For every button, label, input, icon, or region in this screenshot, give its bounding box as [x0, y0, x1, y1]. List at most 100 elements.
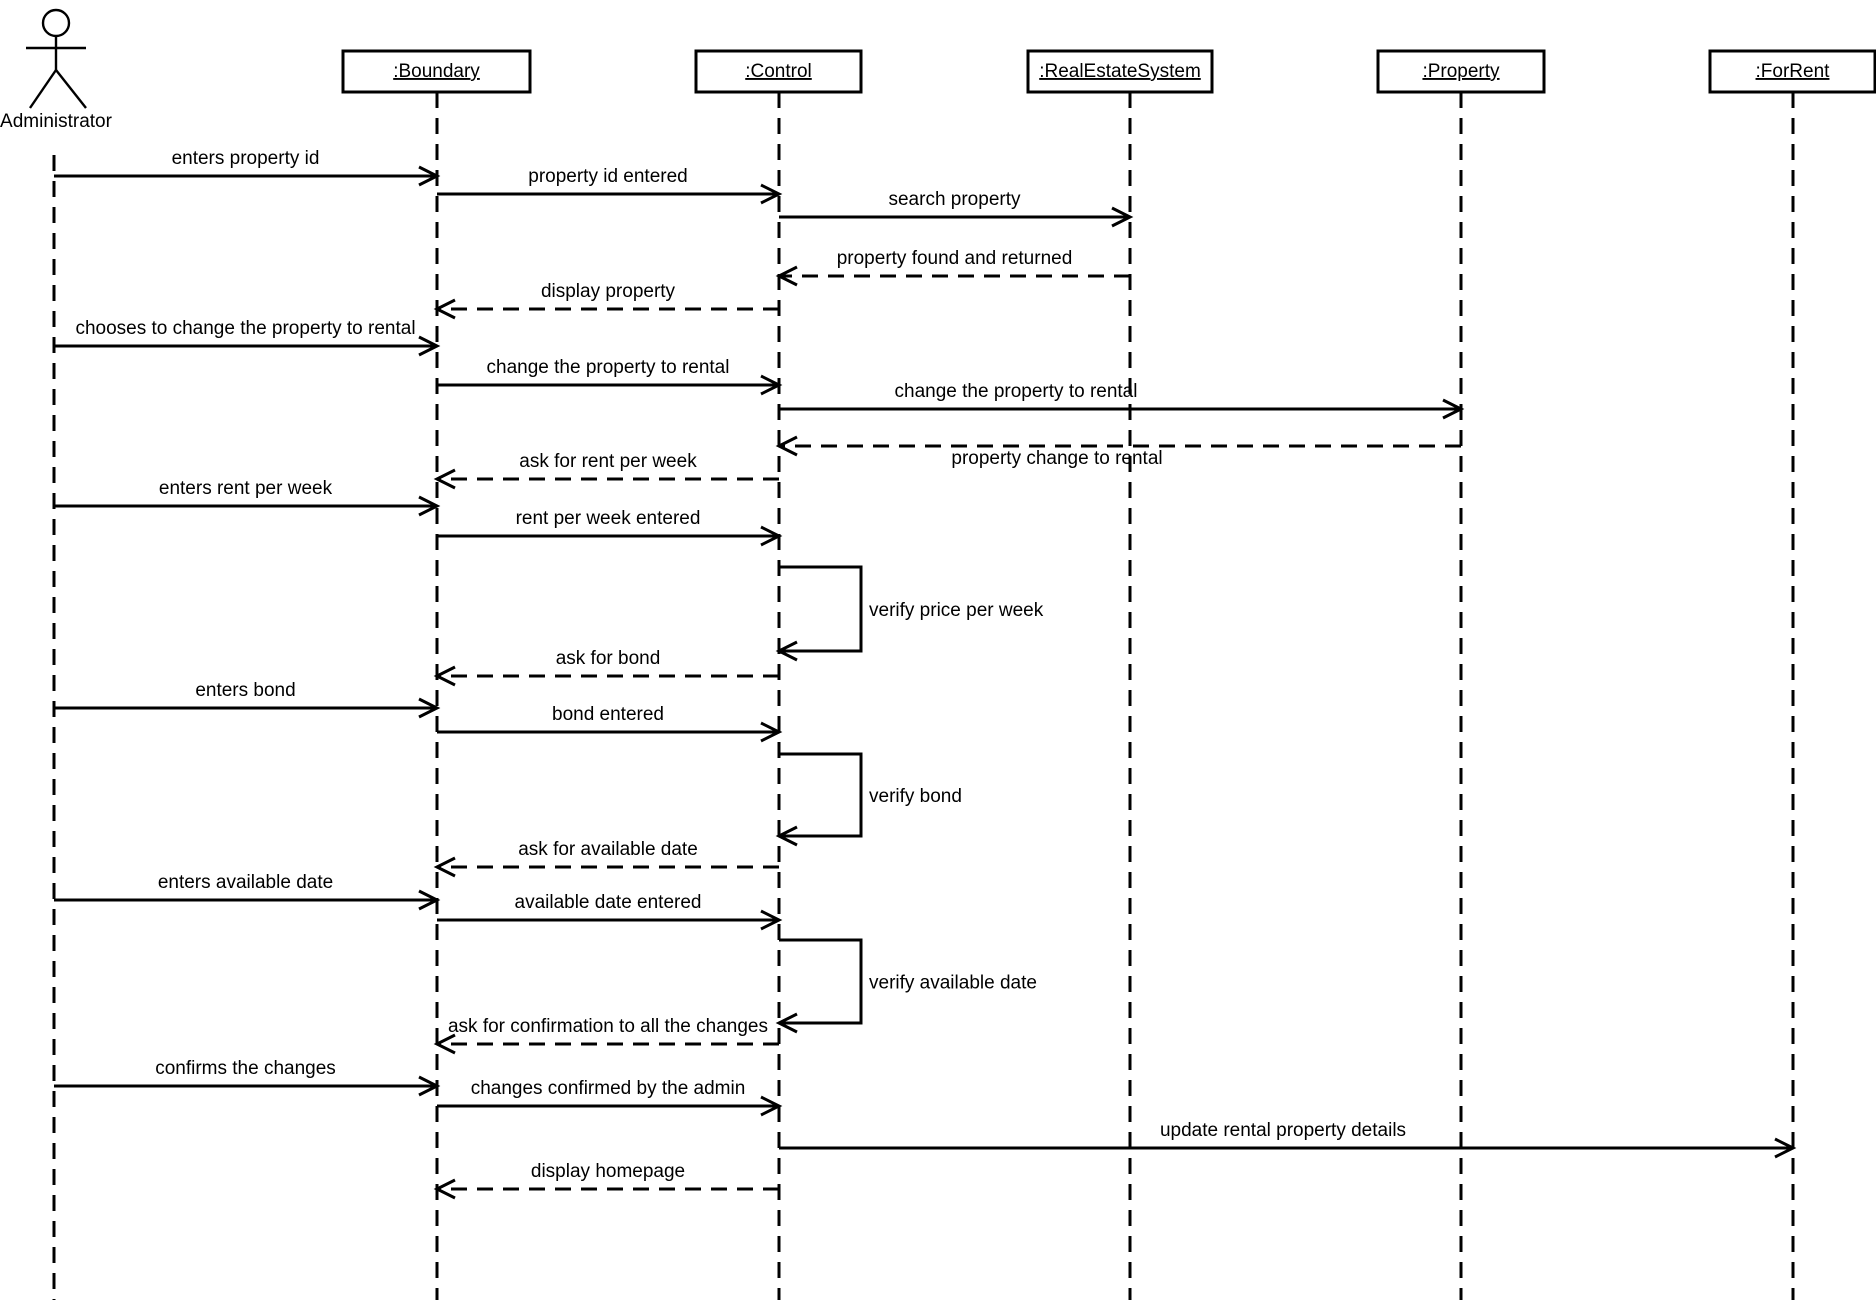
participant-box: [341, 49, 532, 94]
message-call: rent per week entered: [437, 508, 783, 547]
message-call: confirms the changes: [54, 1058, 441, 1097]
message-call: change the property to rental: [779, 381, 1465, 420]
arrowhead-icon: [418, 697, 441, 719]
message-call: change the property to rental: [437, 357, 783, 396]
message-call: chooses to change the property to rental: [54, 318, 441, 357]
message-reply: ask for available date: [433, 839, 779, 878]
message-label: display property: [541, 281, 676, 302]
message-call: update rental property details: [779, 1120, 1797, 1159]
arrowhead-icon: [433, 1033, 456, 1055]
actor-administrator: Administrator: [0, 8, 113, 132]
lifelines: [52, 92, 1795, 1300]
message-label: search property: [888, 189, 1021, 210]
message-label: property id entered: [528, 166, 688, 187]
message-label: ask for confirmation to all the changes: [448, 1016, 768, 1037]
self-call-line: [779, 565, 863, 653]
arrowhead-icon: [760, 909, 783, 931]
message-label: property found and returned: [837, 248, 1073, 269]
message-label: change the property to rental: [895, 381, 1138, 402]
message-label: available date entered: [515, 892, 702, 913]
messages: enters property id property id entered sea…: [54, 148, 1797, 1200]
arrowhead-icon: [1442, 398, 1465, 420]
message-self: verify price per week: [775, 565, 1044, 662]
message-label: verify price per week: [869, 600, 1044, 621]
message-label: enters available date: [158, 872, 333, 893]
participant-boundary: :Boundary: [341, 49, 532, 94]
self-call-line: [779, 938, 863, 1025]
arrowhead-icon: [418, 495, 441, 517]
message-call: search property: [779, 189, 1134, 228]
message-label: rent per week entered: [516, 508, 701, 529]
participant-box: [1026, 49, 1214, 94]
arrowhead-icon: [1111, 206, 1134, 228]
message-reply: property change to rental: [775, 435, 1461, 469]
message-label: confirms the changes: [155, 1058, 336, 1079]
arrowhead-icon: [433, 1178, 456, 1200]
message-label: property change to rental: [951, 448, 1162, 469]
participant-box: [694, 49, 863, 94]
arrowhead-icon: [775, 1012, 798, 1034]
actor-name: Administrator: [0, 111, 113, 132]
arrowhead-icon: [418, 165, 441, 187]
participant-control: :Control: [694, 49, 863, 94]
participant-label: :Property: [1422, 61, 1500, 82]
participant-label: :Boundary: [393, 61, 480, 82]
arrowhead-icon: [760, 525, 783, 547]
arrowhead-icon: [760, 183, 783, 205]
arrowhead-icon: [760, 721, 783, 743]
message-reply: display property: [433, 281, 779, 320]
arrowhead-icon: [433, 665, 456, 687]
actor-left-leg-icon: [29, 69, 57, 109]
participant-box: [1708, 49, 1876, 94]
message-label: enters rent per week: [159, 478, 333, 499]
message-call: enters rent per week: [54, 478, 441, 517]
message-label: verify available date: [869, 973, 1037, 994]
participant-label: :Control: [745, 61, 812, 82]
arrowhead-icon: [775, 640, 798, 662]
message-call: available date entered: [437, 892, 783, 931]
message-self: verify bond: [775, 752, 962, 847]
arrowhead-icon: [760, 374, 783, 396]
arrowhead-icon: [1774, 1137, 1797, 1159]
participant-label: :RealEstateSystem: [1039, 61, 1201, 82]
message-label: ask for rent per week: [519, 451, 697, 472]
message-reply: property found and returned: [775, 248, 1130, 287]
message-label: enters bond: [195, 680, 295, 701]
message-label: ask for bond: [556, 648, 661, 669]
message-reply: ask for confirmation to all the changes: [433, 1016, 779, 1055]
arrowhead-icon: [775, 265, 798, 287]
participant-box: [1376, 49, 1546, 94]
participants: :Boundary :Control :RealEstateSystem :Prope…: [341, 49, 1876, 94]
arrowhead-icon: [418, 335, 441, 357]
actor-right-leg-icon: [55, 69, 87, 109]
message-reply: ask for bond: [433, 648, 779, 687]
message-label: changes confirmed by the admin: [471, 1078, 746, 1099]
self-call-line: [779, 752, 863, 838]
arrowhead-icon: [760, 1095, 783, 1117]
message-call: enters available date: [54, 872, 441, 911]
message-call: enters property id: [54, 148, 441, 187]
participant-forrent: :ForRent: [1708, 49, 1876, 94]
participant-label: :ForRent: [1756, 61, 1831, 82]
arrowhead-icon: [433, 856, 456, 878]
message-reply: display homepage: [433, 1161, 779, 1200]
message-label: bond entered: [552, 704, 664, 725]
message-label: chooses to change the property to rental: [75, 318, 415, 339]
message-call: enters bond: [54, 680, 441, 719]
message-call: changes confirmed by the admin: [437, 1078, 783, 1117]
arrowhead-icon: [418, 889, 441, 911]
message-label: display homepage: [531, 1161, 685, 1182]
message-call: property id entered: [437, 166, 783, 205]
participant-realestatesystem: :RealEstateSystem: [1026, 49, 1214, 94]
message-label: ask for available date: [518, 839, 698, 860]
message-reply: ask for rent per week: [433, 451, 779, 490]
arrowhead-icon: [418, 1075, 441, 1097]
message-label: enters property id: [172, 148, 320, 169]
arrowhead-icon: [433, 468, 456, 490]
message-label: update rental property details: [1160, 1120, 1406, 1141]
participant-property: :Property: [1376, 49, 1546, 94]
message-call: bond entered: [437, 704, 783, 743]
arrowhead-icon: [775, 435, 798, 457]
message-label: verify bond: [869, 786, 962, 807]
